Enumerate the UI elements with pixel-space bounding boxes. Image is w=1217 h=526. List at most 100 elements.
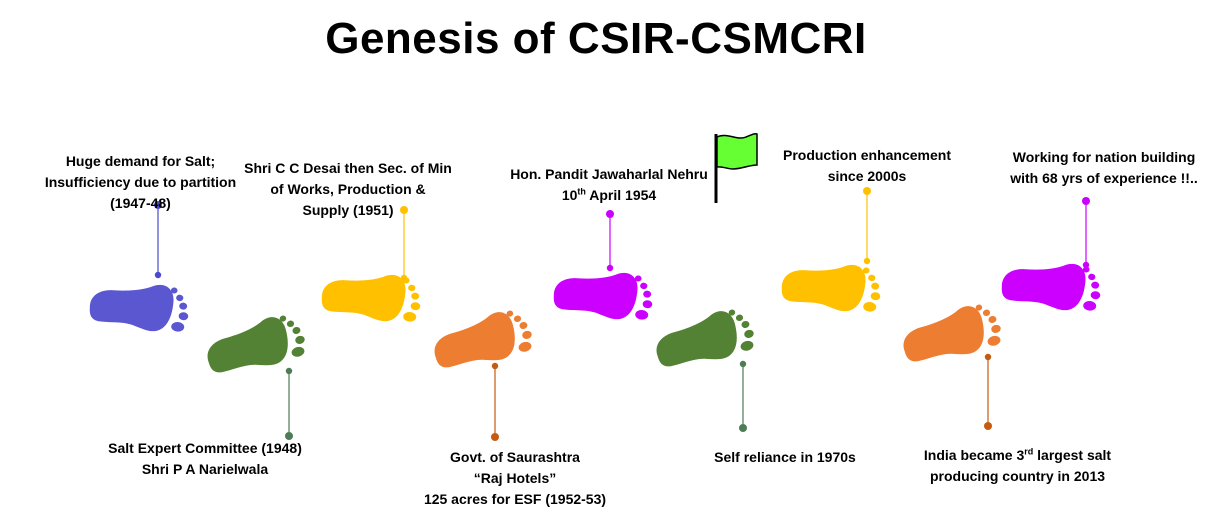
footprint-3: [321, 275, 421, 322]
footprint-toe-3: [643, 290, 652, 298]
connector-label-dot: [606, 210, 614, 218]
footprint-toe-5: [403, 312, 417, 322]
milestone-label-8: India became 3rd largest salt producing …: [923, 446, 1112, 484]
footprint-toe-2: [408, 284, 416, 292]
footprint-toe-4: [522, 330, 532, 339]
connector-label-dot: [400, 206, 408, 214]
footprint-toe-3: [179, 302, 188, 310]
footprint-toe-1: [1082, 266, 1090, 273]
connector-end-dot: [491, 362, 499, 370]
connector-label-dot: [984, 422, 992, 430]
footprint-toe-2: [176, 294, 184, 302]
footprint-toe-5: [740, 340, 754, 351]
footprint-sole: [321, 275, 406, 322]
footprint-5: [553, 273, 653, 320]
footprint-toe-3: [411, 292, 420, 300]
footprint-4: [434, 310, 532, 368]
footprint-toe-3: [741, 320, 750, 329]
connector-pin-9: [1082, 197, 1090, 269]
footprint-toe-4: [1090, 291, 1101, 300]
connector-end-dot: [285, 367, 293, 375]
connector-pin-5: [606, 210, 614, 272]
connector-pin-3: [400, 206, 408, 282]
milestone-label-7: Production enhancement since 2000s: [782, 147, 952, 184]
footprint-toe-1: [728, 309, 736, 316]
footprint-sole: [903, 306, 984, 362]
footprint-toe-2: [640, 282, 648, 290]
connector-pin-6: [739, 360, 747, 432]
footprint-toe-1: [634, 275, 642, 282]
footprint-sole: [553, 273, 638, 320]
footprint-toe-4: [410, 302, 421, 311]
footprint-toe-4: [295, 335, 305, 344]
footprint-sole: [207, 317, 288, 373]
connector-pin-2: [285, 367, 293, 440]
footprint-sole: [781, 265, 866, 312]
milestone-label-9: Working for nation building with 68 yrs …: [1010, 149, 1198, 186]
connector-pin-4: [491, 362, 499, 441]
flag-cloth: [716, 133, 758, 170]
footprint-toe-1: [975, 304, 983, 311]
footprint-toe-2: [868, 274, 876, 282]
footprint-toe-3: [871, 282, 880, 290]
footprint-toe-2: [286, 320, 295, 328]
footprint-6: [656, 309, 754, 367]
footprint-sole: [89, 285, 174, 332]
connector-pin-8: [984, 353, 992, 430]
connector-end-dot: [400, 274, 408, 282]
connector-label-dot: [863, 187, 871, 195]
footprint-toe-3: [292, 326, 301, 335]
footprint-toe-3: [1091, 281, 1100, 289]
footprint-toe-4: [178, 312, 189, 321]
footprint-7: [781, 265, 881, 312]
footprint-toe-2: [513, 315, 522, 323]
flag-icon: [714, 133, 758, 203]
footprint-toe-1: [170, 287, 178, 294]
footprint-toe-3: [519, 321, 528, 330]
footprint-toe-1: [862, 267, 870, 274]
connector-end-dot: [606, 264, 614, 272]
footprint-sole: [656, 311, 737, 367]
connector-label-dot: [285, 432, 293, 440]
connector-end-dot: [154, 271, 162, 279]
milestone-label-3: Shri C C Desai then Sec. of Min of Works…: [244, 160, 452, 218]
footprint-toe-1: [506, 310, 514, 317]
footprint-toe-5: [635, 310, 649, 320]
footprint-2: [207, 315, 305, 373]
footprint-toe-2: [982, 309, 991, 317]
footprint-toe-4: [642, 300, 653, 309]
connector-pin-1: [154, 201, 162, 279]
footprint-toe-2: [735, 314, 744, 322]
footprint-sole: [1001, 264, 1086, 311]
footprint-toe-4: [991, 324, 1001, 333]
footprint-toe-4: [744, 329, 754, 338]
connector-label-dot: [154, 201, 162, 209]
footprint-toe-3: [988, 315, 997, 324]
connector-pin-7: [863, 187, 871, 265]
milestone-label-1: Huge demand for Salt; Insufficiency due …: [44, 153, 237, 211]
footprint-toe-2: [1088, 273, 1096, 281]
footprint-toe-4: [870, 292, 881, 301]
milestone-label-5: Hon. Pandit Jawaharlal Nehru 10th April …: [510, 166, 708, 203]
milestone-label-4: Govt. of Saurashtra “Raj Hotels” 125 acr…: [423, 449, 607, 507]
connector-end-dot: [863, 257, 871, 265]
connector-end-dot: [1082, 261, 1090, 269]
footprint-toe-5: [171, 322, 185, 332]
footprint-toe-5: [863, 302, 877, 312]
footprint-toe-5: [1083, 301, 1097, 311]
footprint-toe-1: [279, 315, 287, 322]
footprint-toe-5: [987, 335, 1001, 346]
footprint-8: [903, 304, 1001, 362]
footprint-toe-5: [291, 346, 305, 357]
footprint-9: [1001, 264, 1101, 311]
connector-end-dot: [984, 353, 992, 361]
connector-label-dot: [491, 433, 499, 441]
connector-label-dot: [739, 424, 747, 432]
connector-end-dot: [739, 360, 747, 368]
footprint-1: [89, 285, 189, 332]
connector-label-dot: [1082, 197, 1090, 205]
page-title: Genesis of CSIR-CSMCRI: [325, 14, 867, 63]
footprint-toe-5: [518, 341, 532, 352]
milestone-label-6: Self reliance in 1970s: [714, 449, 856, 465]
